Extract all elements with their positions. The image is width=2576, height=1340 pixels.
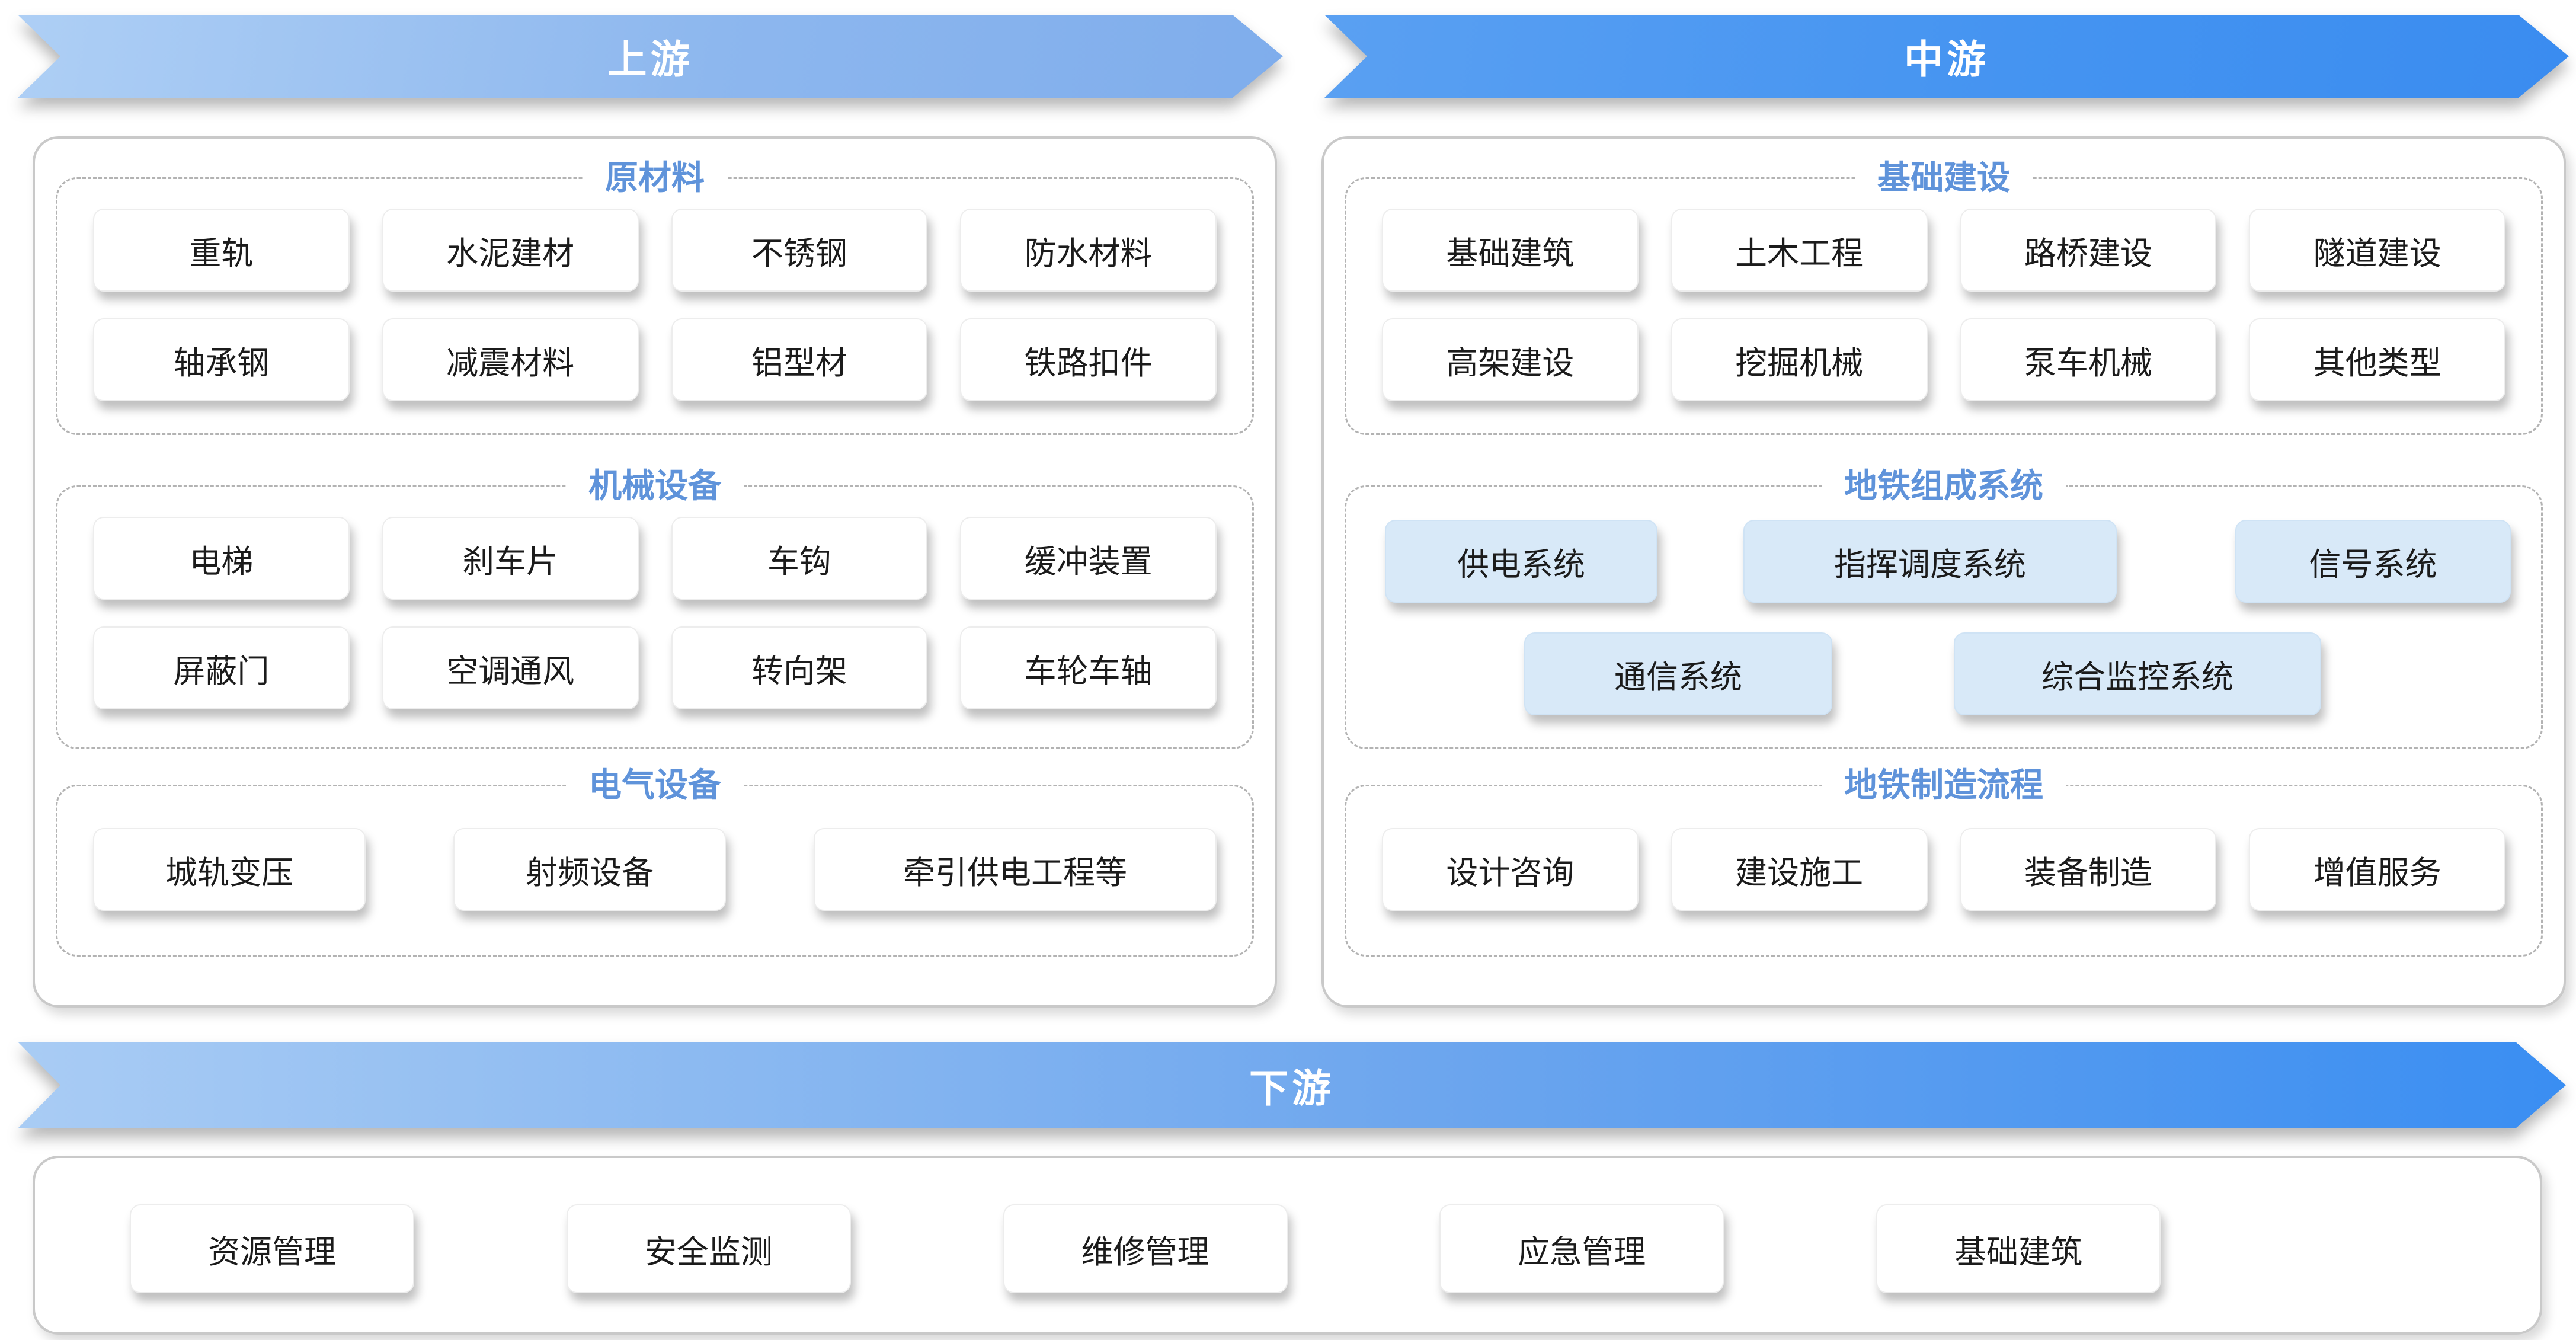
- item-box: 车钩: [671, 517, 928, 600]
- item-box: 刹车片: [382, 517, 639, 600]
- item-box: 建设施工: [1671, 828, 1928, 911]
- item-box: 减震材料: [382, 318, 639, 401]
- item-box: 设计咨询: [1382, 828, 1639, 911]
- item-box: 转向架: [671, 626, 928, 709]
- item-box: 挖掘机械: [1671, 318, 1928, 401]
- item-box-highlight: 信号系统: [2235, 520, 2511, 603]
- item-box-highlight: 综合监控系统: [1954, 632, 2321, 715]
- section-metro-manufacturing: 地铁制造流程 设计咨询 建设施工 装备制造 增值服务: [1345, 764, 2543, 957]
- item-box: 高架建设: [1382, 318, 1639, 401]
- item-box: 铝型材: [671, 318, 928, 401]
- item-box: 隧道建设: [2249, 209, 2505, 292]
- item-box: 不锈钢: [671, 209, 928, 292]
- item-box-highlight: 供电系统: [1385, 520, 1657, 603]
- section-title-electrical-equipment: 电气设备: [566, 764, 744, 807]
- item-box: 基础建筑: [1382, 209, 1639, 292]
- section-mechanical-equipment: 机械设备 电梯 刹车片 车钩 缓冲装置 屏蔽门 空调通风 转向架 车轮车轴: [56, 465, 1254, 749]
- electrical-equipment-row: 城轨变压 射频设备 牵引供电工程等: [57, 786, 1252, 911]
- item-box: 重轨: [93, 209, 350, 292]
- banner-upstream-ribbon: 上游: [18, 15, 1283, 98]
- item-box: 泵车机械: [1960, 318, 2217, 401]
- section-title-metro-manufacturing: 地铁制造流程: [1822, 764, 2066, 807]
- section-electrical-equipment: 电气设备 城轨变压 射频设备 牵引供电工程等: [56, 764, 1254, 957]
- item-box: 铁路扣件: [960, 318, 1217, 401]
- item-box: 路桥建设: [1960, 209, 2217, 292]
- downstream-row: 资源管理 安全监测 维修管理 应急管理 基础建筑: [35, 1158, 2540, 1293]
- item-box: 安全监测: [566, 1204, 851, 1293]
- banner-midstream-ribbon: 中游: [1324, 15, 2569, 98]
- item-box: 增值服务: [2249, 828, 2505, 911]
- item-box: 资源管理: [130, 1204, 414, 1293]
- item-box: 电梯: [93, 517, 350, 600]
- section-infrastructure: 基础建设 基础建筑 土木工程 路桥建设 隧道建设 高架建设 挖掘机械 泵车机械 …: [1345, 156, 2543, 435]
- item-box: 装备制造: [1960, 828, 2217, 911]
- section-title-raw-materials: 原材料: [583, 156, 727, 199]
- item-box: 空调通风: [382, 626, 639, 709]
- raw-materials-grid: 重轨 水泥建材 不锈钢 防水材料 轴承钢 减震材料 铝型材 铁路扣件: [57, 179, 1252, 401]
- downstream-panel: 资源管理 安全监测 维修管理 应急管理 基础建筑: [33, 1156, 2542, 1335]
- item-box: 应急管理: [1439, 1204, 1724, 1293]
- section-metro-systems: 地铁组成系统 供电系统 指挥调度系统 信号系统 通信系统 综合监控系统: [1345, 465, 2543, 749]
- banner-upstream: 上游: [18, 15, 1283, 98]
- item-box: 土木工程: [1671, 209, 1928, 292]
- item-box: 屏蔽门: [93, 626, 350, 709]
- mechanical-equipment-grid: 电梯 刹车片 车钩 缓冲装置 屏蔽门 空调通风 转向架 车轮车轴: [57, 487, 1252, 709]
- item-box: 牵引供电工程等: [814, 828, 1217, 911]
- item-box-highlight: 指挥调度系统: [1743, 520, 2117, 603]
- banner-upstream-label: 上游: [607, 37, 693, 81]
- banner-midstream-label: 中游: [1904, 37, 1989, 81]
- infrastructure-grid: 基础建筑 土木工程 路桥建设 隧道建设 高架建设 挖掘机械 泵车机械 其他类型: [1346, 179, 2541, 401]
- item-box: 其他类型: [2249, 318, 2505, 401]
- banner-downstream-label: 下游: [1249, 1066, 1335, 1110]
- item-box: 防水材料: [960, 209, 1217, 292]
- item-box: 射频设备: [453, 828, 726, 911]
- item-box: 轴承钢: [93, 318, 350, 401]
- item-box: 车轮车轴: [960, 626, 1217, 709]
- item-box-highlight: 通信系统: [1524, 632, 1832, 715]
- item-box: 缓冲装置: [960, 517, 1217, 600]
- metro-systems-area: 供电系统 指挥调度系统 信号系统 通信系统 综合监控系统: [1346, 487, 2541, 747]
- item-box: 水泥建材: [382, 209, 639, 292]
- section-title-mechanical-equipment: 机械设备: [566, 465, 744, 507]
- section-raw-materials: 原材料 重轨 水泥建材 不锈钢 防水材料 轴承钢 减震材料 铝型材 铁路扣件: [56, 156, 1254, 435]
- section-title-metro-systems: 地铁组成系统: [1822, 465, 2066, 507]
- banner-midstream: 中游: [1324, 15, 2569, 98]
- section-title-infrastructure: 基础建设: [1855, 156, 2033, 199]
- item-box: 城轨变压: [93, 828, 366, 911]
- upstream-panel: 原材料 重轨 水泥建材 不锈钢 防水材料 轴承钢 减震材料 铝型材 铁路扣件 机…: [33, 136, 1277, 1008]
- metro-manufacturing-row: 设计咨询 建设施工 装备制造 增值服务: [1346, 786, 2541, 911]
- item-box: 维修管理: [1003, 1204, 1288, 1293]
- midstream-panel: 基础建设 基础建筑 土木工程 路桥建设 隧道建设 高架建设 挖掘机械 泵车机械 …: [1321, 136, 2566, 1008]
- banner-downstream-ribbon: 下游: [18, 1042, 2566, 1128]
- item-box: 基础建筑: [1876, 1204, 2161, 1293]
- banner-downstream: 下游: [18, 1042, 2566, 1128]
